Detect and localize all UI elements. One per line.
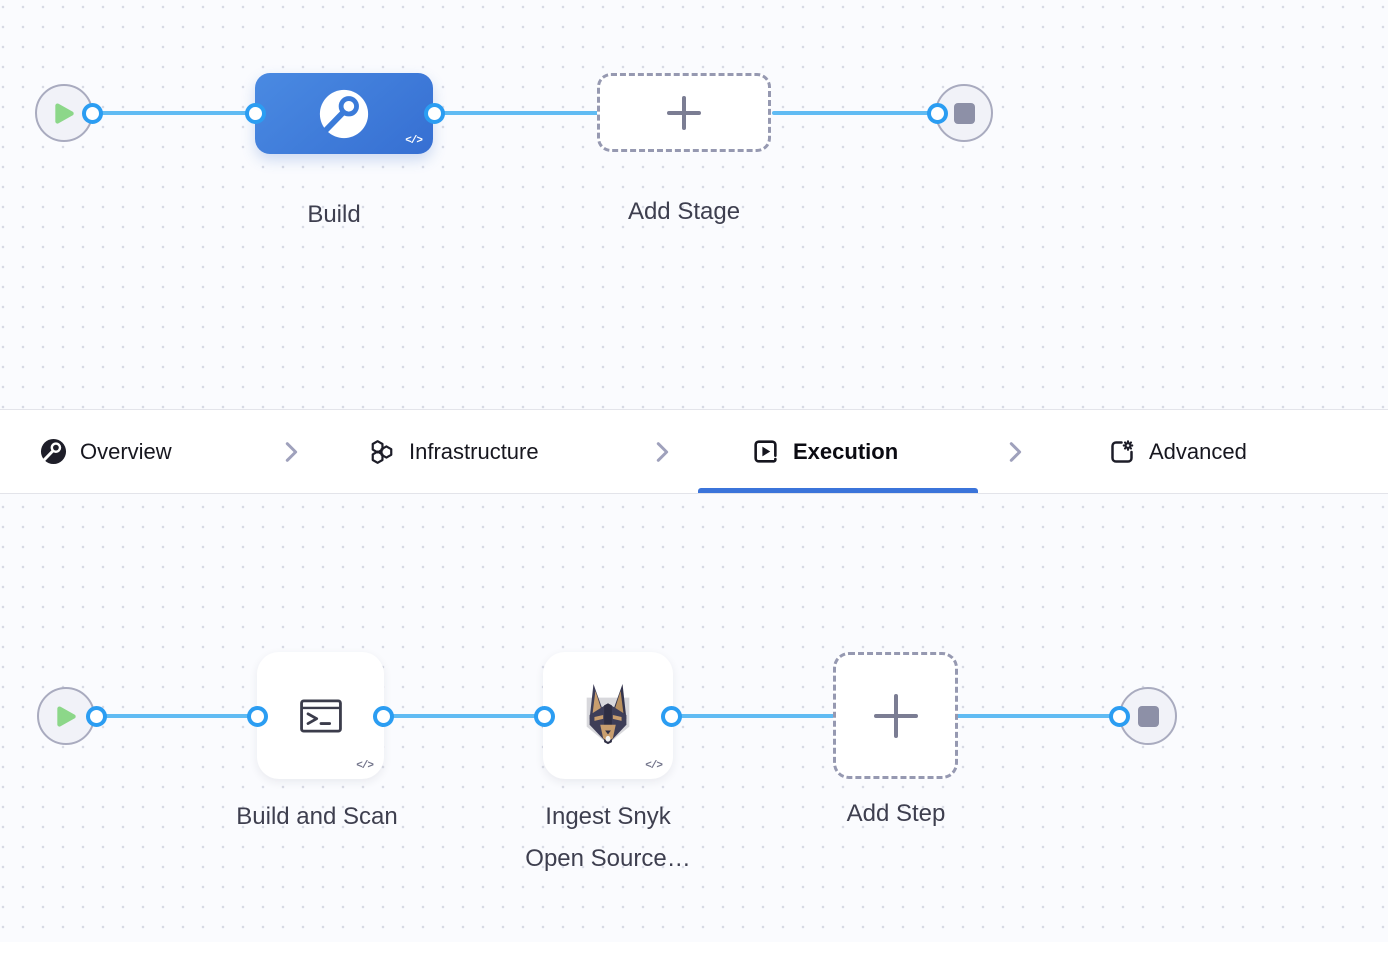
- tab-advanced-label: Advanced: [1149, 438, 1247, 464]
- tab-execution[interactable]: Execution: [751, 410, 898, 493]
- doc-gear-icon: [1108, 438, 1136, 466]
- code-view-icon[interactable]: </>: [356, 760, 374, 772]
- code-view-icon[interactable]: </>: [405, 135, 423, 147]
- stop-icon: [953, 102, 975, 124]
- edge-connector: [956, 714, 1121, 718]
- stage-node-build[interactable]: </>: [255, 73, 433, 154]
- chevron-right-icon: [649, 439, 675, 465]
- step-label-ingest-snyk: Ingest Snyk Open Source…: [525, 803, 691, 872]
- ci-overview-icon: [40, 438, 67, 465]
- tab-overview-label: Overview: [80, 438, 172, 464]
- add-stage-label: Add Stage: [627, 198, 741, 225]
- tab-overview[interactable]: Overview: [40, 410, 172, 493]
- active-tab-underline: [698, 488, 978, 493]
- tab-execution-label: Execution: [793, 438, 899, 464]
- code-view-icon[interactable]: </>: [645, 760, 663, 772]
- tab-infrastructure-label: Infrastructure: [409, 438, 539, 464]
- ci-build-icon: [317, 87, 371, 141]
- edge-connector: [433, 111, 599, 115]
- tab-infrastructure[interactable]: Infrastructure: [368, 410, 539, 493]
- port[interactable]: [244, 102, 266, 124]
- port[interactable]: [85, 705, 107, 727]
- snyk-doberman-icon: [577, 682, 639, 750]
- add-stage-button[interactable]: [597, 73, 771, 152]
- terminal-icon: [294, 689, 348, 743]
- tab-advanced[interactable]: Advanced: [1108, 410, 1247, 493]
- step-label-build-and-scan: Build and Scan: [236, 803, 398, 830]
- port[interactable]: [533, 705, 555, 727]
- edge-connector: [772, 111, 938, 115]
- port[interactable]: [1108, 705, 1130, 727]
- hexagons-icon: [368, 438, 396, 466]
- chevron-right-icon: [1002, 439, 1028, 465]
- add-step-button[interactable]: [833, 652, 958, 779]
- play-icon: [54, 102, 75, 125]
- port[interactable]: [660, 705, 682, 727]
- port[interactable]: [423, 102, 445, 124]
- play-square-icon: [751, 437, 780, 466]
- port[interactable]: [926, 102, 948, 124]
- step-node-build-and-scan[interactable]: </>: [257, 652, 384, 779]
- edge-connector: [96, 714, 259, 718]
- play-icon: [56, 705, 77, 728]
- add-step-label: Add Step: [846, 800, 946, 827]
- edge-connector: [669, 714, 835, 718]
- port[interactable]: [81, 102, 103, 124]
- execution-start-node: [37, 687, 95, 745]
- stage-label-build: Build: [307, 201, 361, 228]
- chevron-right-icon: [278, 439, 304, 465]
- edge-connector: [381, 714, 546, 718]
- canvas-bottom-edge: [0, 942, 1388, 954]
- plus-icon: [873, 693, 918, 738]
- plus-icon: [667, 95, 701, 130]
- port[interactable]: [246, 705, 268, 727]
- stop-icon: [1137, 705, 1159, 727]
- port[interactable]: [372, 705, 394, 727]
- step-node-ingest-snyk[interactable]: </>: [543, 652, 673, 779]
- stage-tabbar: Overview Infrastructure: [0, 409, 1388, 494]
- edge-connector: [92, 111, 257, 115]
